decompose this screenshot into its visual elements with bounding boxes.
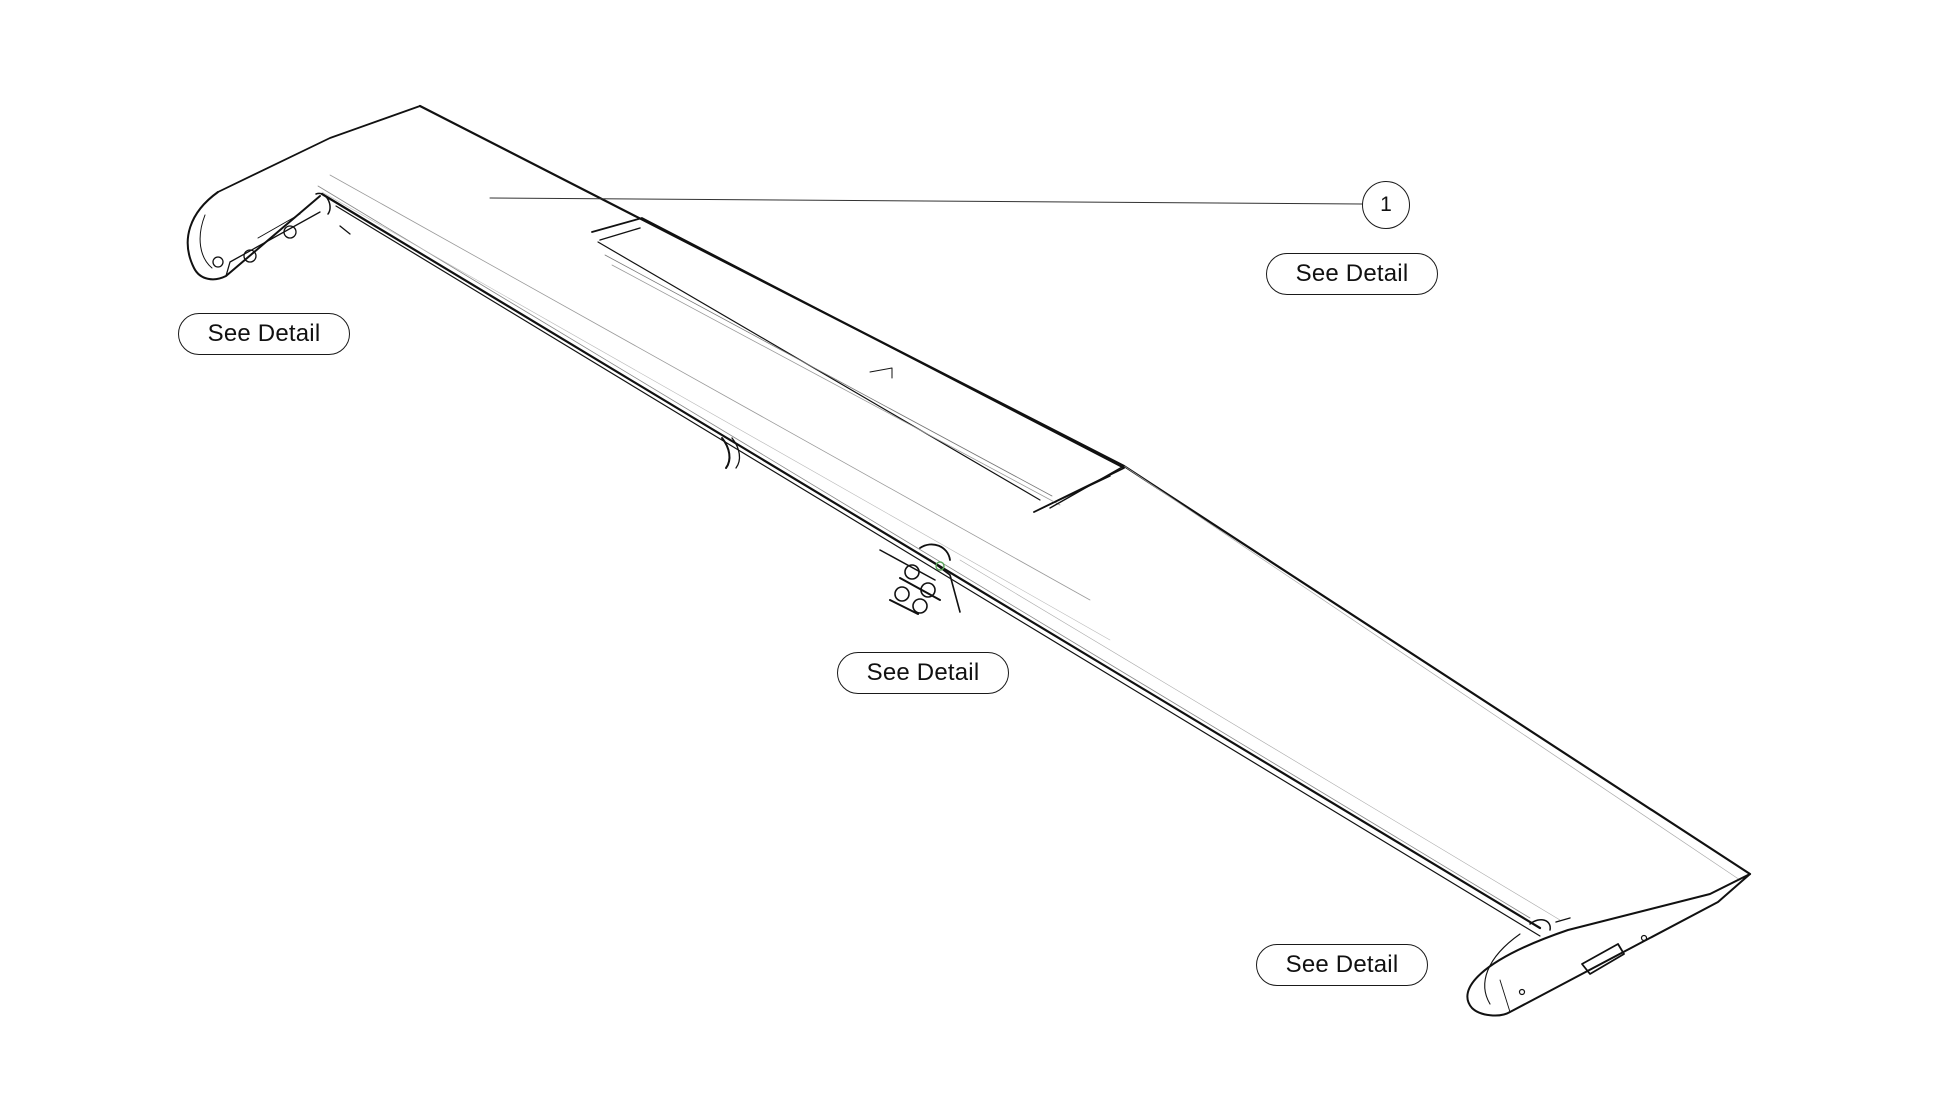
left-wingtip [186,191,351,281]
right-wingtip [1466,873,1751,1017]
callout-leader-line [489,197,1363,205]
see-detail-button-left-tip[interactable]: See Detail [178,313,350,355]
flap-panel [591,217,1125,513]
see-detail-button-center[interactable]: See Detail [837,652,1009,694]
item-callout-1: 1 [1362,181,1410,229]
see-detail-button-top-right[interactable]: See Detail [1266,253,1438,295]
see-detail-button-right-tip[interactable]: See Detail [1256,944,1428,986]
mid-hinge-fitting [721,437,961,615]
wing-root-cap [217,105,421,193]
wing-leading-edge [418,104,1752,876]
